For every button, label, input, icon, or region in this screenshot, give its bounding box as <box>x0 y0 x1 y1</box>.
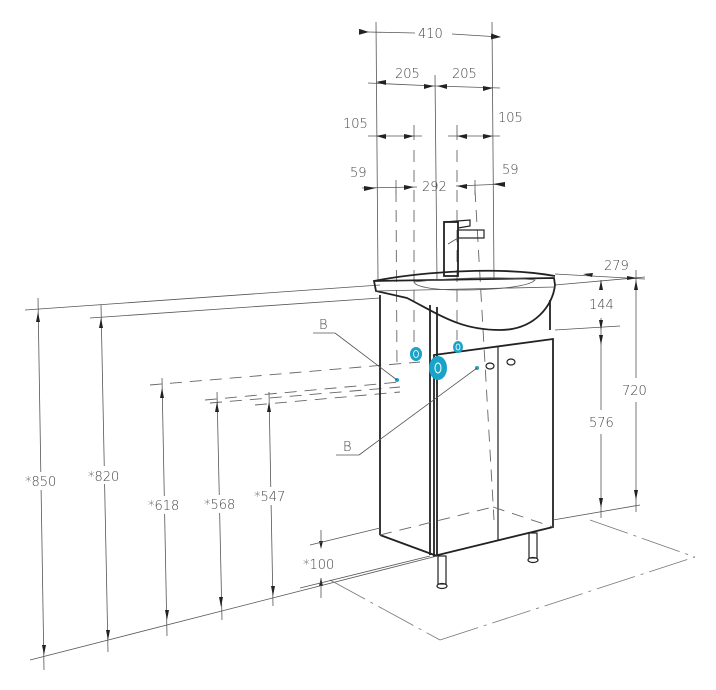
svg-text:*618: *618 <box>148 499 179 514</box>
callout-b-lower: B <box>336 367 478 456</box>
svg-text:576: 576 <box>589 416 614 431</box>
svg-text:*568: *568 <box>204 498 235 513</box>
svg-text:*100: *100 <box>303 558 334 573</box>
faucet <box>443 219 485 277</box>
dim-618: *618 <box>146 377 186 637</box>
svg-text:B: B <box>319 318 328 333</box>
dim-850: *850 <box>22 297 62 671</box>
dim-279: 279 <box>554 259 646 280</box>
pipe-lines-horizontal <box>149 361 421 406</box>
svg-text:205: 205 <box>395 67 420 82</box>
svg-text:*547: *547 <box>254 490 285 505</box>
callout-b-upper: B <box>313 318 398 381</box>
svg-text:205: 205 <box>452 67 477 82</box>
svg-text:59: 59 <box>350 166 367 181</box>
svg-text:105: 105 <box>498 111 523 126</box>
svg-text:*820: *820 <box>88 470 119 485</box>
svg-text:*850: *850 <box>25 475 56 490</box>
wall-lines <box>24 276 646 331</box>
dim-59-292-59: 59 292 59 <box>350 163 519 195</box>
dim-205-205: 205 205 <box>367 67 501 91</box>
svg-text:105: 105 <box>343 117 368 132</box>
svg-text:720: 720 <box>622 384 647 399</box>
dim-410-label: 410 <box>418 27 443 42</box>
pipe-centerlines <box>395 150 495 521</box>
dim-410: 410 <box>358 27 501 42</box>
top-extension-lines <box>375 21 495 281</box>
dim-100: *100 <box>303 530 334 598</box>
svg-text:144: 144 <box>589 298 614 313</box>
cabinet <box>379 295 554 590</box>
dim-720: 720 <box>622 270 647 512</box>
washbasin <box>372 269 556 331</box>
svg-text:292: 292 <box>422 180 447 195</box>
svg-text:279: 279 <box>604 259 629 274</box>
floor-lines <box>29 504 696 661</box>
dim-820: *820 <box>86 304 126 653</box>
svg-text:B: B <box>343 440 352 455</box>
dim-105: 105 105 <box>343 111 523 139</box>
svg-text:59: 59 <box>502 163 519 178</box>
dim-568: *568 <box>202 391 242 621</box>
dim-547: *547 <box>252 391 292 607</box>
dim-144-576: 144 576 <box>589 280 614 518</box>
